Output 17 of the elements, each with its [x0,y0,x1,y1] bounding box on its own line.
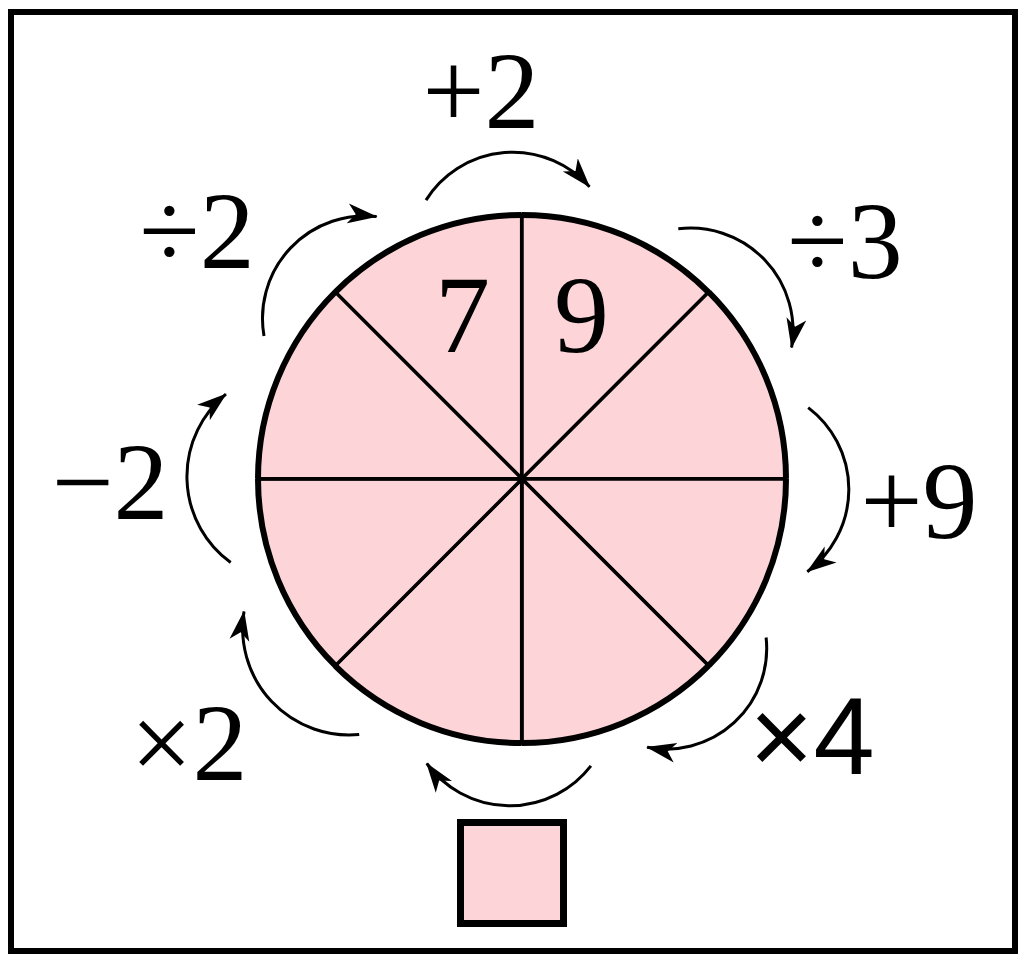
curved-arrow [806,406,851,573]
number-label: 7 [434,260,490,371]
curved-arrow [185,393,232,564]
edge-label: −2 [51,427,169,537]
curved-arrow [678,226,805,349]
edge-label: ÷3 [787,186,903,296]
curved-arrow [425,762,593,808]
edge-label: ×2 [130,688,248,798]
curved-arrow [261,205,378,337]
curved-arrow [646,637,769,761]
curved-arrow [424,150,591,201]
curved-arrow [231,610,360,737]
edge-label: ÷2 [139,176,255,286]
edge-label: +2 [422,36,540,146]
number-label: 9 [554,260,609,371]
edge-label: ×4 [749,681,875,791]
edge-label: +9 [860,446,978,556]
